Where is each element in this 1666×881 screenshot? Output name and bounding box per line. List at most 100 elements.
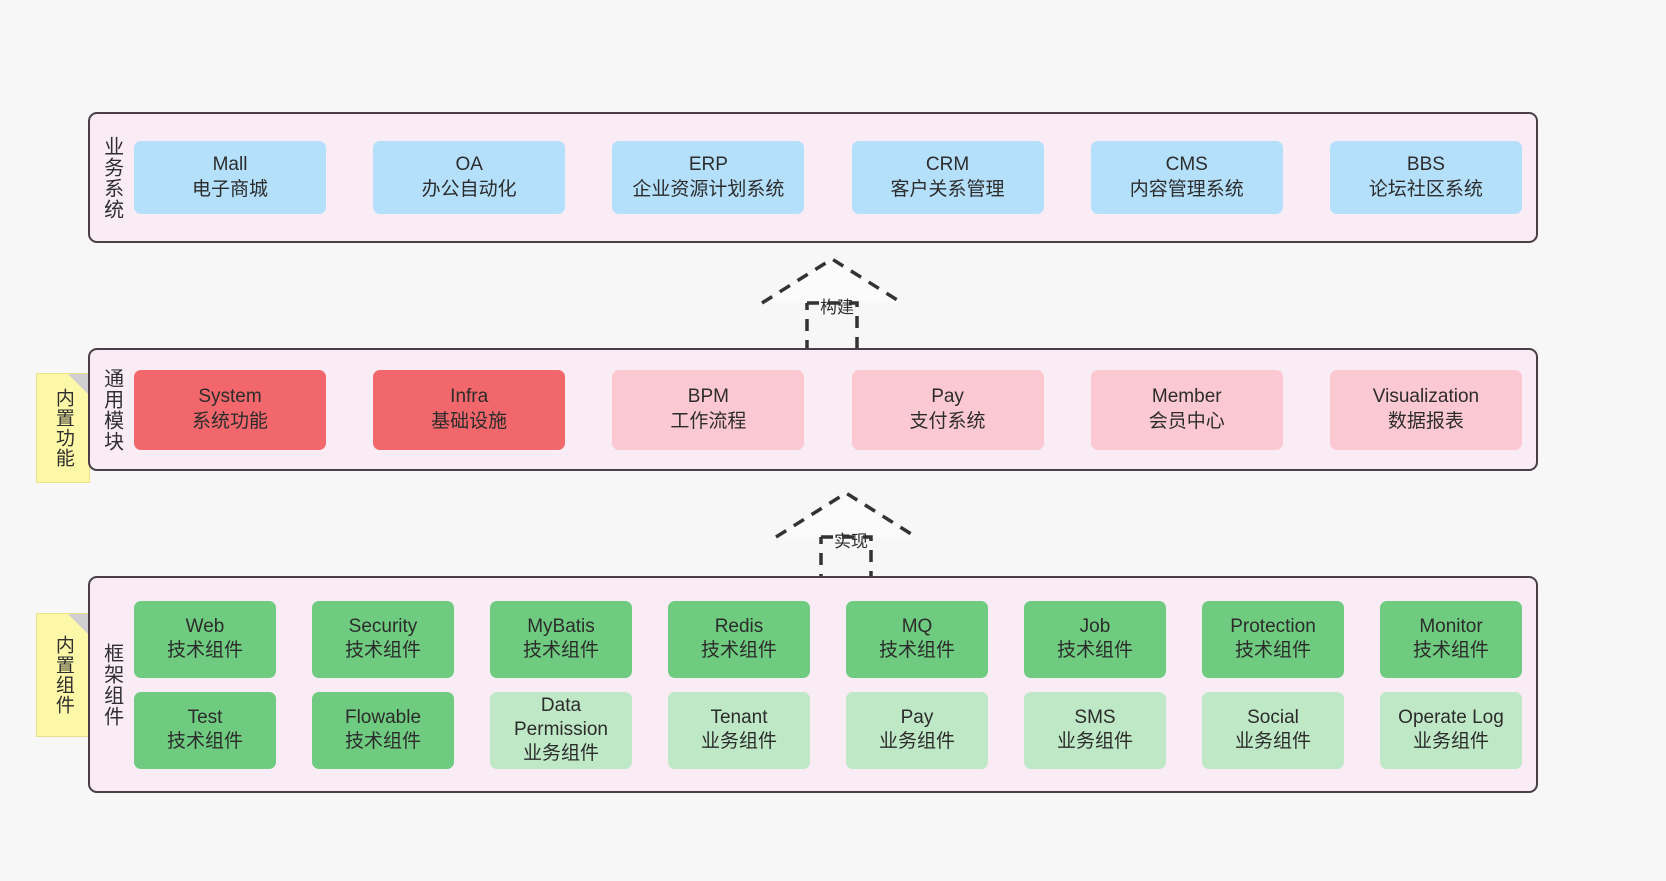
node-web-name: Web xyxy=(185,615,225,637)
node-monitor[interactable]: Monitor 技术组件 xyxy=(1380,600,1522,678)
node-tenant-desc: 业务组件 xyxy=(700,731,777,752)
note-built-in-features: 内置功能 xyxy=(36,373,90,483)
node-sms-name: SMS xyxy=(1074,706,1116,728)
node-flowable-name: Flowable xyxy=(344,706,422,728)
node-data-permission-desc: 业务组件 xyxy=(522,743,599,765)
common-modules-row: System 系统功能 Infra 基础设施 BPM 工作流程 Pay 支付系统… xyxy=(134,369,1522,450)
framework-components-row-tech: Web 技术组件 Security 技术组件 MyBatis 技术组件 Redi… xyxy=(134,600,1522,678)
node-protection-name: Protection xyxy=(1230,615,1316,637)
node-bpm[interactable]: BPM 工作流程 xyxy=(612,369,805,450)
node-test-name: Test xyxy=(187,706,223,728)
node-member-desc: 会员中心 xyxy=(1148,410,1225,432)
node-redis-name: Redis xyxy=(714,615,764,637)
node-system-desc: 系统功能 xyxy=(191,410,268,432)
node-pay-component[interactable]: Pay 业务组件 xyxy=(846,691,988,769)
node-data-permission[interactable]: Data Permission 业务组件 xyxy=(490,691,632,769)
node-web-desc: 技术组件 xyxy=(166,640,243,661)
node-oa[interactable]: OA 办公自动化 xyxy=(373,141,566,214)
node-pay-module[interactable]: Pay 支付系统 xyxy=(851,369,1044,450)
note-built-in-components-label: 内置组件 xyxy=(52,635,74,715)
node-social-desc: 业务组件 xyxy=(1234,731,1311,752)
node-mq-name: MQ xyxy=(901,615,933,637)
node-operate-log-name: Operate Log xyxy=(1398,706,1504,728)
node-protection-desc: 技术组件 xyxy=(1234,640,1311,661)
connector-implement: 实现 xyxy=(766,487,926,587)
node-member-name: Member xyxy=(1151,386,1222,408)
node-crm-name: CRM xyxy=(925,154,970,176)
node-pay-component-desc: 业务组件 xyxy=(878,731,955,752)
layer-common-modules-body: System 系统功能 Infra 基础设施 BPM 工作流程 Pay 支付系统… xyxy=(132,350,1536,469)
node-mq-desc: 技术组件 xyxy=(878,640,955,661)
node-infra[interactable]: Infra 基础设施 xyxy=(373,369,566,450)
node-pay-component-name: Pay xyxy=(900,706,934,728)
node-bbs[interactable]: BBS 论坛社区系统 xyxy=(1329,141,1522,214)
node-mq[interactable]: MQ 技术组件 xyxy=(846,600,988,678)
layer-framework-components-body: Web 技术组件 Security 技术组件 MyBatis 技术组件 Redi… xyxy=(132,578,1536,791)
node-job-desc: 技术组件 xyxy=(1056,640,1133,661)
node-crm-desc: 客户关系管理 xyxy=(890,178,1005,200)
layer-framework-components-label: 框架组件 xyxy=(100,642,123,727)
connector-build: 构建 xyxy=(752,253,912,353)
node-redis-desc: 技术组件 xyxy=(700,640,777,661)
note-built-in-features-label: 内置功能 xyxy=(52,388,74,468)
node-tenant-name: Tenant xyxy=(710,706,768,728)
node-web[interactable]: Web 技术组件 xyxy=(134,600,276,678)
business-systems-row: Mall 电子商城 OA 办公自动化 ERP 企业资源计划系统 CRM 客户关系… xyxy=(134,141,1522,214)
node-erp[interactable]: ERP 企业资源计划系统 xyxy=(612,141,805,214)
layer-business-systems-label: 业务系统 xyxy=(100,135,123,220)
node-system-name: System xyxy=(198,386,262,408)
node-infra-name: Infra xyxy=(450,386,489,408)
node-security[interactable]: Security 技术组件 xyxy=(312,600,454,678)
node-crm[interactable]: CRM 客户关系管理 xyxy=(851,141,1044,214)
node-bbs-name: BBS xyxy=(1406,154,1445,176)
node-flowable-desc: 技术组件 xyxy=(344,731,421,752)
layer-common-modules: 通用模块 System 系统功能 Infra 基础设施 BPM 工作流程 Pay… xyxy=(88,348,1538,471)
layer-common-modules-label: 通用模块 xyxy=(100,367,123,452)
node-redis[interactable]: Redis 技术组件 xyxy=(668,600,810,678)
node-test[interactable]: Test 技术组件 xyxy=(134,691,276,769)
node-operate-log-desc: 业务组件 xyxy=(1412,731,1489,752)
node-data-permission-name: Data Permission xyxy=(514,694,608,740)
node-cms-desc: 内容管理系统 xyxy=(1129,178,1244,200)
node-mybatis-desc: 技术组件 xyxy=(522,640,599,661)
node-social[interactable]: Social 业务组件 xyxy=(1202,691,1344,769)
node-bpm-desc: 工作流程 xyxy=(670,410,747,432)
node-job[interactable]: Job 技术组件 xyxy=(1024,600,1166,678)
node-cms-name: CMS xyxy=(1165,154,1208,176)
node-flowable[interactable]: Flowable 技术组件 xyxy=(312,691,454,769)
node-visualization-name: Visualization xyxy=(1372,386,1480,408)
node-visualization-desc: 数据报表 xyxy=(1387,410,1464,432)
node-security-desc: 技术组件 xyxy=(344,640,421,661)
node-oa-desc: 办公自动化 xyxy=(421,178,517,200)
node-sms-desc: 业务组件 xyxy=(1056,731,1133,752)
node-security-name: Security xyxy=(348,615,418,637)
connector-build-label: 构建 xyxy=(820,298,854,317)
node-mybatis-name: MyBatis xyxy=(527,615,595,637)
layer-framework-components: 框架组件 Web 技术组件 Security 技术组件 MyBatis 技术组件… xyxy=(88,576,1538,793)
node-operate-log[interactable]: Operate Log 业务组件 xyxy=(1380,691,1522,769)
node-sms[interactable]: SMS 业务组件 xyxy=(1024,691,1166,769)
node-member[interactable]: Member 会员中心 xyxy=(1090,369,1283,450)
node-monitor-desc: 技术组件 xyxy=(1412,640,1489,661)
node-social-name: Social xyxy=(1247,706,1299,728)
node-monitor-name: Monitor xyxy=(1419,615,1483,637)
node-protection[interactable]: Protection 技术组件 xyxy=(1202,600,1344,678)
node-mall-desc: 电子商城 xyxy=(191,178,268,200)
node-oa-name: OA xyxy=(455,154,483,176)
node-visualization[interactable]: Visualization 数据报表 xyxy=(1329,369,1522,450)
node-pay-module-desc: 支付系统 xyxy=(909,410,986,432)
layer-business-systems-body: Mall 电子商城 OA 办公自动化 ERP 企业资源计划系统 CRM 客户关系… xyxy=(132,114,1536,241)
node-job-name: Job xyxy=(1079,615,1111,637)
note-built-in-components: 内置组件 xyxy=(36,613,90,737)
node-mybatis[interactable]: MyBatis 技术组件 xyxy=(490,600,632,678)
framework-components-row-business: Test 技术组件 Flowable 技术组件 Data Permission … xyxy=(134,691,1522,769)
node-erp-name: ERP xyxy=(688,154,728,176)
node-mall[interactable]: Mall 电子商城 xyxy=(134,141,326,214)
node-erp-desc: 企业资源计划系统 xyxy=(632,178,785,200)
node-cms[interactable]: CMS 内容管理系统 xyxy=(1090,141,1283,214)
node-system[interactable]: System 系统功能 xyxy=(134,369,326,450)
node-bpm-name: BPM xyxy=(687,386,729,408)
node-tenant[interactable]: Tenant 业务组件 xyxy=(668,691,810,769)
node-bbs-desc: 论坛社区系统 xyxy=(1368,178,1483,200)
